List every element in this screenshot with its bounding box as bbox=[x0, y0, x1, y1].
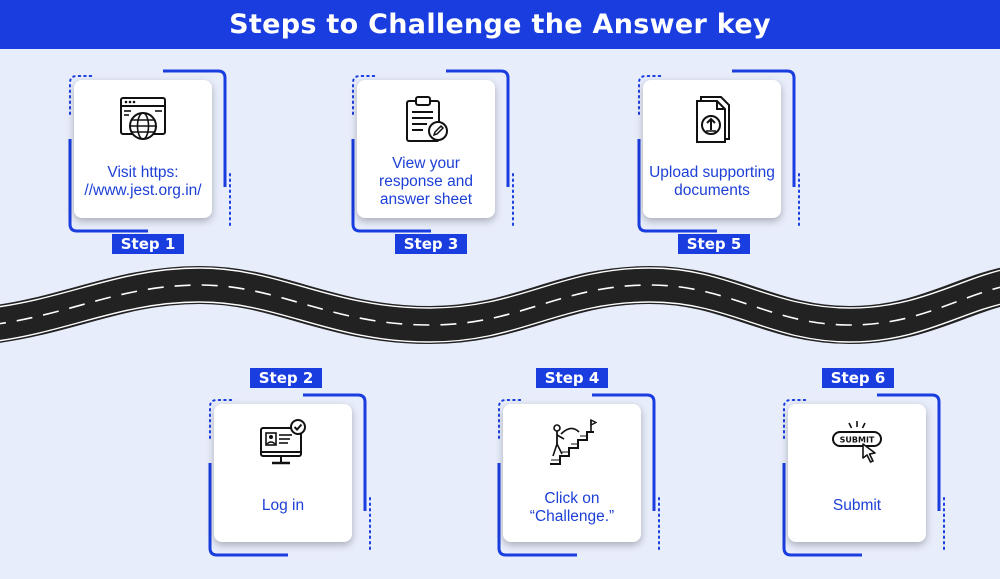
step-text: Upload supporting documents bbox=[649, 164, 775, 199]
step-5-card: Upload supporting documents bbox=[632, 69, 802, 239]
step-1-card: Visit https: //www.jest.org.in/ bbox=[63, 69, 233, 239]
step-frame bbox=[351, 69, 514, 233]
step-5-label: Step 5 bbox=[678, 234, 750, 254]
step-6-label: Step 6 bbox=[822, 368, 894, 388]
step-content-card: Click on “Challenge.” bbox=[503, 404, 641, 542]
svg-text:SUBMIT: SUBMIT bbox=[840, 436, 875, 445]
step-4-card: Click on “Challenge.” bbox=[492, 393, 662, 563]
header-banner: Steps to Challenge the Answer key bbox=[0, 0, 1000, 49]
step-content-card: SUBMIT Submit bbox=[788, 404, 926, 542]
step-text: Submit bbox=[832, 497, 882, 514]
step-6-card: SUBMIT Submit bbox=[777, 393, 947, 563]
step-text: Click on “Challenge.” bbox=[529, 490, 615, 525]
step-3-card: View your response and answer sheet bbox=[346, 69, 516, 239]
climbing-stairs-flag-icon bbox=[550, 418, 597, 465]
submit-button-cursor-icon: SUBMIT bbox=[832, 421, 882, 463]
step-frame bbox=[208, 393, 371, 557]
step-4-label: Step 4 bbox=[536, 368, 608, 388]
step-frame bbox=[782, 393, 945, 557]
winding-road bbox=[0, 265, 1000, 345]
step-text: Visit https: //www.jest.org.in/ bbox=[84, 164, 202, 199]
step-content-card: Log in bbox=[214, 404, 352, 542]
page-title: Steps to Challenge the Answer key bbox=[229, 9, 771, 40]
clipboard-edit-icon bbox=[406, 96, 448, 142]
step-2-label: Step 2 bbox=[250, 368, 322, 388]
document-upload-icon bbox=[696, 96, 730, 143]
step-2-card: Log in bbox=[203, 393, 373, 563]
web-browser-globe-icon bbox=[120, 97, 166, 140]
step-1-label: Step 1 bbox=[112, 234, 184, 254]
step-frame bbox=[68, 69, 231, 233]
step-frame bbox=[637, 69, 800, 233]
step-text: View your response and answer sheet bbox=[379, 155, 473, 208]
step-3-label: Step 3 bbox=[395, 234, 467, 254]
step-text: Log in bbox=[261, 497, 305, 514]
step-content-card: View your response and answer sheet bbox=[357, 80, 495, 218]
step-content-card: Visit https: //www.jest.org.in/ bbox=[74, 80, 212, 218]
step-frame bbox=[497, 393, 660, 557]
step-content-card: Upload supporting documents bbox=[643, 80, 781, 218]
monitor-login-icon bbox=[260, 419, 306, 465]
